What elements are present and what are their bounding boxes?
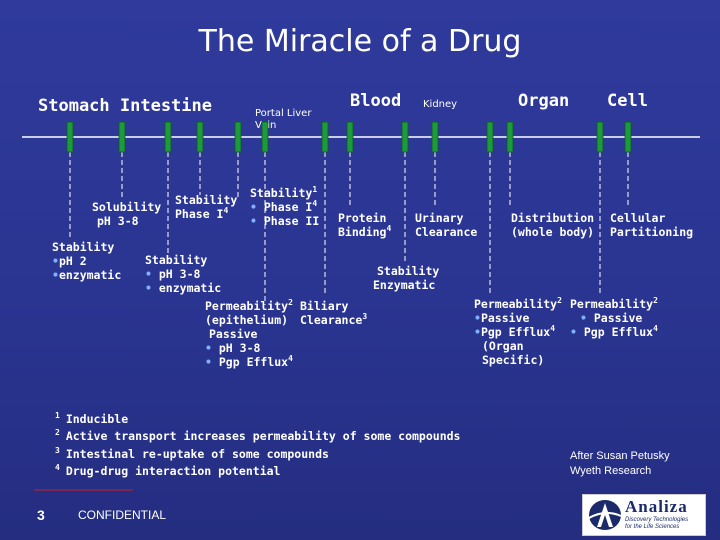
label-stability-phase1: Stability Phase I4 xyxy=(175,193,238,221)
label-stability-ph2: Stability •pH 2 •enzymatic xyxy=(52,240,122,282)
timeline-marker xyxy=(66,121,74,153)
timeline-marker xyxy=(346,121,354,153)
timeline-marker xyxy=(624,121,632,153)
label-urinary-clearance: Urinary Clearance xyxy=(415,211,478,239)
header-blood: Blood xyxy=(350,91,402,111)
label-permeability-cell: Permeability2 • Passive • Pgp Efflux4 xyxy=(570,296,658,339)
timeline-marker xyxy=(164,121,172,153)
label-biliary-clearance: Biliary Clearance3 xyxy=(300,299,368,327)
label-stability-enzymatic: Stability Enzymatic xyxy=(373,264,440,292)
slide-title: The Miracle of a Drug xyxy=(198,24,522,59)
label-cellular-partitioning: Cellular Partitioning xyxy=(610,211,694,239)
logo-name: Analiza xyxy=(625,497,688,516)
label-stability-liver: Stability1 • Phase I4 • Phase II xyxy=(250,185,320,228)
header-cell: Cell xyxy=(607,91,648,111)
timeline-marker xyxy=(596,121,604,153)
header-organ: Organ xyxy=(518,91,570,111)
header-stomach-intestine: Stomach Intestine xyxy=(38,96,212,116)
label-permeability-epithelium: Permeability2 (epithelium) Passive • pH … xyxy=(205,298,293,369)
page-number: 3 xyxy=(37,507,45,523)
analiza-logo: Analiza Discovery Technologies for the L… xyxy=(582,494,706,536)
timeline-marker xyxy=(118,121,126,153)
timeline-marker xyxy=(196,121,204,153)
timeline-marker xyxy=(506,121,514,153)
confidential-label: CONFIDENTIAL xyxy=(78,508,167,522)
header-kidney: Kidney xyxy=(423,99,458,110)
timeline-marker xyxy=(486,121,494,153)
timeline-marker xyxy=(321,121,329,153)
label-stability-ph38: Stability • pH 3-8 • enzymatic xyxy=(145,253,222,295)
label-protein-binding: Protein Binding4 xyxy=(338,211,392,239)
logo-mark-icon xyxy=(588,500,622,530)
timeline-marker xyxy=(431,121,439,153)
credit: After Susan Petusky Wyeth Research xyxy=(570,450,670,477)
timeline-marker xyxy=(234,121,242,153)
logo-tagline: Discovery Technologies for the Life Scie… xyxy=(625,517,689,530)
label-distribution: Distribution (whole body) xyxy=(511,211,595,239)
timeline-marker xyxy=(401,121,409,153)
label-permeability-organ: Permeability2 •Passive •Pgp Efflux4 (Org… xyxy=(474,296,562,367)
timeline-markers xyxy=(66,121,632,153)
timeline-marker xyxy=(261,121,269,153)
label-solubility: Solubility pH 3-8 xyxy=(92,200,162,228)
